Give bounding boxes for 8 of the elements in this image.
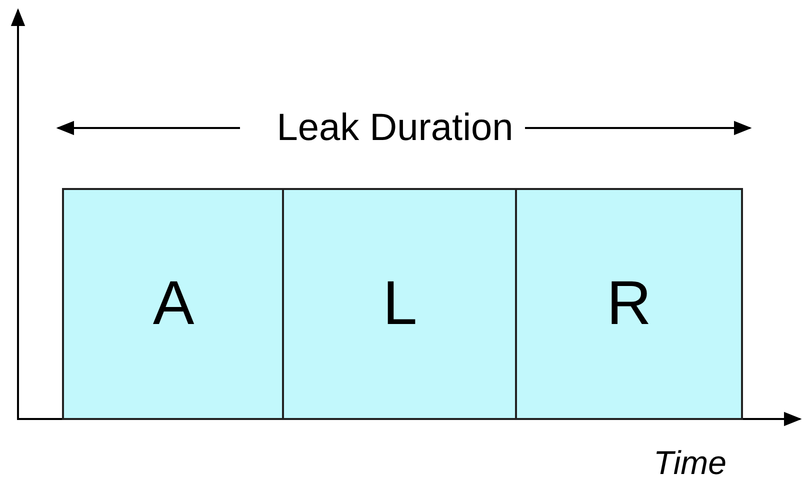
segment-box <box>282 188 518 420</box>
segment-label: L <box>382 273 418 335</box>
segment-box <box>515 188 743 420</box>
axis-label: Time <box>653 446 727 478</box>
duration-label: Leak Duration <box>276 109 514 147</box>
segment-box <box>62 188 285 420</box>
segment-label: R <box>606 273 652 335</box>
segment-label: A <box>152 273 194 335</box>
